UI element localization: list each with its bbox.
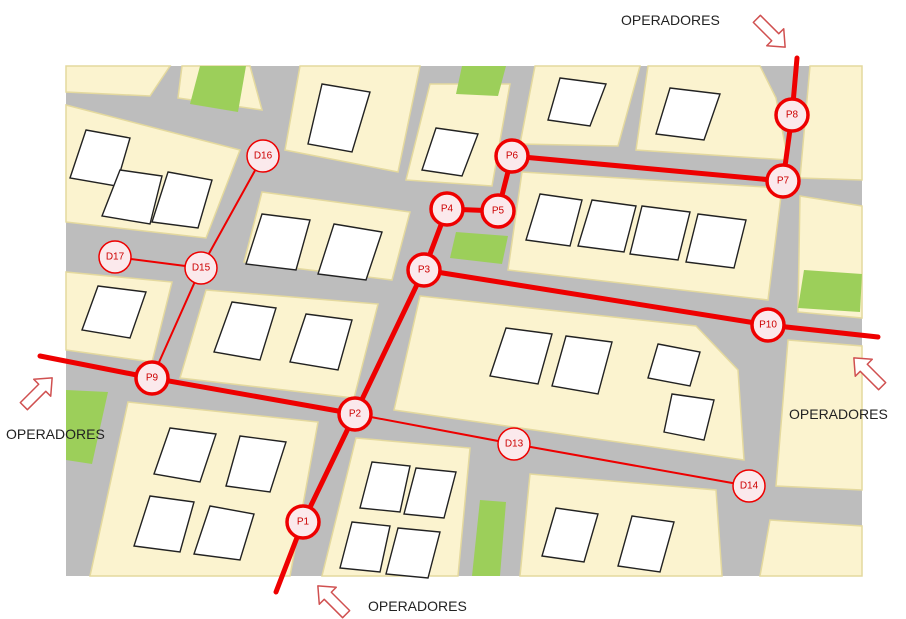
building bbox=[617, 515, 675, 573]
node-label: P8 bbox=[786, 110, 799, 121]
node-label: P10 bbox=[759, 320, 777, 331]
node-label: D13 bbox=[505, 439, 524, 450]
node-p5: P5 bbox=[480, 193, 516, 229]
park bbox=[450, 232, 508, 264]
park bbox=[472, 500, 506, 576]
operators-label-left: OPERADORES bbox=[6, 426, 105, 442]
node-d16: D16 bbox=[246, 139, 280, 173]
building bbox=[307, 83, 371, 153]
building bbox=[647, 343, 701, 387]
building bbox=[225, 435, 287, 493]
building bbox=[629, 205, 691, 261]
operators-label-bottom: OPERADORES bbox=[368, 598, 467, 614]
building bbox=[213, 301, 277, 361]
node-p4: P4 bbox=[429, 191, 465, 227]
building bbox=[489, 327, 553, 385]
node-p6: P6 bbox=[494, 138, 530, 174]
building bbox=[339, 521, 391, 573]
node-label: P2 bbox=[349, 409, 362, 420]
operators-label-right: OPERADORES bbox=[789, 406, 888, 422]
node-p3: P3 bbox=[406, 252, 442, 288]
city-block bbox=[179, 289, 379, 399]
node-p1: P1 bbox=[285, 504, 321, 540]
node-label: D15 bbox=[192, 263, 211, 274]
park bbox=[66, 390, 108, 464]
city-block bbox=[775, 339, 863, 491]
operator-arrows bbox=[19, 14, 887, 619]
arrow-icon bbox=[853, 357, 887, 391]
parks bbox=[66, 66, 862, 576]
node-d17: D17 bbox=[98, 240, 132, 274]
buildings bbox=[69, 77, 747, 579]
building bbox=[193, 505, 255, 561]
arrow-icon bbox=[19, 377, 53, 411]
node-label: D16 bbox=[254, 151, 273, 162]
node-p9: P9 bbox=[134, 360, 170, 396]
node-label: P1 bbox=[297, 517, 310, 528]
operators-label-top: OPERADORES bbox=[621, 12, 720, 28]
building bbox=[245, 213, 311, 271]
building bbox=[101, 169, 163, 225]
node-label: D17 bbox=[106, 252, 125, 263]
building bbox=[685, 213, 747, 269]
node-d13: D13 bbox=[497, 427, 531, 461]
arrow-icon bbox=[752, 14, 786, 48]
building bbox=[385, 527, 441, 579]
arrow-icon bbox=[317, 585, 351, 619]
building bbox=[81, 285, 147, 339]
building bbox=[551, 335, 613, 395]
city-block bbox=[799, 65, 863, 181]
park bbox=[190, 66, 246, 112]
building bbox=[655, 87, 721, 141]
city-block bbox=[759, 519, 863, 577]
building bbox=[289, 313, 353, 371]
building bbox=[403, 467, 457, 519]
park bbox=[456, 66, 506, 96]
building bbox=[525, 193, 583, 247]
node-d14: D14 bbox=[732, 469, 766, 503]
nodes: P1 P2 P3 P4 P5 P6 P7 P8 bbox=[98, 97, 810, 540]
node-label: P4 bbox=[441, 204, 454, 215]
node-label: P5 bbox=[492, 206, 505, 217]
building bbox=[133, 495, 195, 553]
node-p2: P2 bbox=[337, 396, 373, 432]
building bbox=[577, 199, 637, 253]
node-d15: D15 bbox=[184, 251, 218, 285]
building bbox=[547, 77, 607, 127]
node-label: P3 bbox=[418, 265, 431, 276]
node-p7: P7 bbox=[765, 163, 801, 199]
building bbox=[541, 507, 599, 563]
node-label: P9 bbox=[146, 373, 159, 384]
building bbox=[421, 127, 479, 177]
building bbox=[359, 461, 411, 513]
node-label: D14 bbox=[740, 481, 759, 492]
building bbox=[151, 171, 213, 229]
node-p8: P8 bbox=[774, 97, 810, 133]
city-block bbox=[65, 65, 172, 97]
building bbox=[663, 393, 715, 441]
route-p6-p7 bbox=[509, 153, 786, 184]
node-label: P6 bbox=[506, 151, 519, 162]
building bbox=[317, 223, 383, 281]
park bbox=[798, 270, 862, 312]
city-map bbox=[65, 65, 863, 579]
node-label: P7 bbox=[777, 176, 790, 187]
node-p10: P10 bbox=[750, 307, 786, 343]
building bbox=[153, 427, 217, 483]
